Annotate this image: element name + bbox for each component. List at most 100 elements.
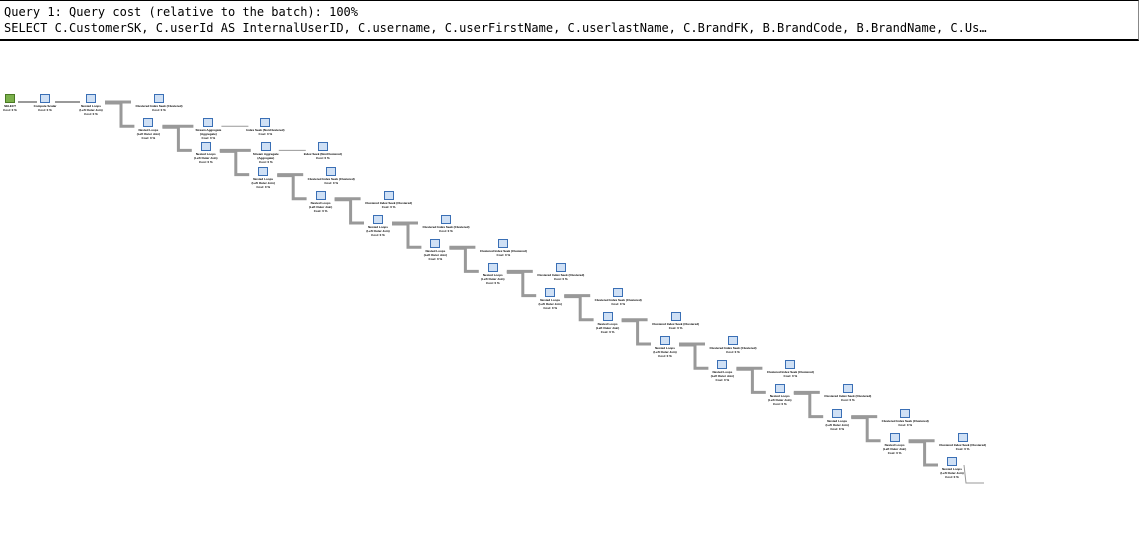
- operator-label: Cost: 0 %: [783, 374, 798, 379]
- operator-label: SELECT: [4, 104, 16, 108]
- nested-loops-operator[interactable]: Nested Loops(Left Outer Join)Cost: 0 %: [348, 215, 408, 237]
- nested-loops-operator-icon: [545, 287, 556, 297]
- nested-loops-operator-icon: [717, 360, 728, 370]
- stream-aggregate-operator-icon: [203, 118, 214, 128]
- operator-label: Clustered Index Seek (Clustered): [594, 297, 642, 302]
- operator-label: Cost: 0 %: [772, 402, 787, 407]
- nested-loops-operator[interactable]: Nested Loops(Left Outer Join)Cost: 0 %: [922, 457, 982, 479]
- nested-loops-operator-icon: [315, 190, 326, 200]
- operator-label: Cost: 0 %: [553, 277, 568, 282]
- clustered-index-seek-operator-icon: [555, 263, 566, 273]
- data-flow-arrow: [392, 222, 422, 249]
- clustered-index-seek-operator[interactable]: Clustered Index Seek (Clustered)Cost: 0 …: [531, 263, 591, 281]
- nested-loops-operator[interactable]: Nested Loops(Left Outer Join)Cost: 0 %: [176, 142, 236, 164]
- operator-label: Cost: 0 %: [668, 325, 683, 330]
- operator-label: Nested Loops: [310, 200, 331, 205]
- operator-label: Cost: 0 %: [141, 136, 156, 141]
- operator-label: Nested Loops: [942, 467, 962, 471]
- data-flow-arrow: [963, 464, 984, 484]
- operator-label: Cost: 0 %: [485, 281, 500, 286]
- operator-label: Nested Loops: [138, 128, 159, 133]
- query-header: Query 1: Query cost (relative to the bat…: [0, 0, 1139, 41]
- operator-label: (Left Outer Join): [653, 350, 677, 354]
- nested-loops-operator[interactable]: Nested Loops(Left Outer Join)Cost: 0 %: [578, 311, 638, 334]
- stream-aggregate-operator[interactable]: Stream Aggregate(Aggregate)Cost: 0 %: [236, 142, 296, 164]
- nested-loops-operator-icon: [832, 408, 843, 418]
- operator-label: Index Seek (NonClustered): [246, 128, 285, 133]
- index-seek-operator[interactable]: Index Seek (NonClustered)Cost: 0 %: [235, 118, 295, 136]
- operator-label: Clustered Index Seek (Clustered): [766, 370, 814, 375]
- clustered-index-seek-operator[interactable]: Clustered Index Seek (Clustered)Cost: 0 …: [359, 190, 419, 209]
- operator-label: (Left Outer Join): [251, 180, 275, 185]
- stream-aggregate-operator-icon: [260, 142, 271, 152]
- clustered-index-seek-operator[interactable]: Clustered Index Seek (Clustered)Cost: 0 …: [416, 215, 476, 233]
- clustered-index-seek-operator-icon: [957, 432, 968, 442]
- operator-label: Nested Loops: [597, 321, 618, 326]
- operator-label: Cost: 0 %: [258, 160, 273, 165]
- nested-loops-operator-icon: [660, 336, 670, 345]
- operator-label: Stream Aggregate: [252, 152, 279, 157]
- operator-label: Cost: 0 %: [152, 108, 166, 112]
- clustered-index-seek-operator[interactable]: Clustered Index Seek (Clustered)Cost: 0 …: [875, 408, 935, 427]
- operator-label: (Left Outer Join): [366, 229, 390, 233]
- data-flow-arrow: [162, 125, 192, 152]
- operator-label: Clustered Index Seek (Clustered): [709, 346, 757, 350]
- index-seek-operator-icon: [317, 142, 328, 152]
- nested-loops-operator[interactable]: Nested Loops(Left Outer Join)Cost: 0 %: [520, 287, 580, 310]
- clustered-index-seek-operator[interactable]: Clustered Index Seek (Clustered)Cost: 0 …: [703, 336, 763, 354]
- nested-loops-operator-icon: [143, 118, 154, 128]
- operator-label: Nested Loops: [540, 297, 561, 302]
- nested-loops-operator[interactable]: Nested Loops(Left Outer Join)Cost: 0 %: [750, 384, 810, 406]
- operator-label: (Left Outer Join): [882, 446, 907, 451]
- nested-loops-operator-icon: [602, 311, 613, 321]
- nested-loops-operator-icon: [430, 239, 441, 249]
- data-flow-arrow: [564, 295, 594, 322]
- clustered-index-seek-operator[interactable]: Clustered Index Seek (Clustered)Cost: 0 …: [129, 94, 189, 112]
- nested-loops-operator[interactable]: Nested Loops(Left Outer Join)Cost: 0 %: [118, 118, 178, 140]
- data-flow-arrow: [908, 440, 938, 467]
- operator-label: Clustered Index Seek (Clustered): [881, 418, 929, 423]
- operator-label: Cost: 0 %: [201, 136, 216, 141]
- operator-label: (Left Outer Join): [710, 374, 735, 379]
- operator-label: Cost: 0 %: [315, 156, 330, 161]
- clustered-index-seek-operator[interactable]: Clustered Index Seek (Clustered)Cost: 0 …: [473, 239, 533, 257]
- operator-label: (Left Outer Join): [136, 132, 161, 137]
- clustered-index-seek-operator[interactable]: Clustered Index Seek (Clustered)Cost: 0 …: [818, 384, 878, 402]
- data-flow-arrow: [736, 367, 766, 394]
- operator-label: (Left Outer Join): [423, 253, 448, 258]
- nested-loops-operator[interactable]: Nested Loops(Left Outer Join)Cost: 0 %: [692, 360, 752, 382]
- nested-loops-operator[interactable]: Nested Loops(Left Outer Join)Cost: 0 %: [463, 263, 523, 285]
- clustered-index-seek-operator-icon: [613, 287, 624, 297]
- nested-loops-operator[interactable]: Nested Loops(Left Outer Join)Cost: 0 %: [635, 336, 695, 358]
- operator-label: Cost: 0 %: [898, 422, 913, 427]
- operator-label: Cost: 0 %: [198, 160, 213, 165]
- nested-loops-operator[interactable]: Nested Loops(Left Outer Join)Cost: 0 %: [807, 408, 867, 431]
- operator-label: Cost: 0 %: [439, 229, 453, 233]
- clustered-index-seek-operator[interactable]: Clustered Index Seek (Clustered)Cost: 0 …: [760, 360, 820, 378]
- operator-label: Cost: 0 %: [256, 184, 271, 189]
- nested-loops-operator-icon: [200, 142, 211, 152]
- clustered-index-seek-operator[interactable]: Clustered Index Seek (Clustered)Cost: 0 …: [301, 166, 361, 185]
- nested-loops-operator[interactable]: Nested Loops(Left Outer Join)Cost: 0 %: [405, 239, 465, 261]
- index-seek-operator[interactable]: Index Seek (NonClustered)Cost: 0 %: [293, 142, 353, 160]
- nested-loops-operator[interactable]: Nested Loops(Left Outer Join)Cost: 0 %: [233, 166, 293, 189]
- operator-label: Index Seek (NonClustered): [303, 152, 342, 157]
- operator-label: Clustered Index Seek (Clustered): [939, 442, 987, 447]
- nested-loops-operator[interactable]: Nested Loops(Left Outer Join)Cost: 0 %: [865, 432, 925, 455]
- data-flow-arrow: [621, 319, 651, 346]
- clustered-index-seek-operator[interactable]: Clustered Index Seek (Clustered)Cost: 0 …: [588, 287, 648, 306]
- operator-label: Cost: 0 %: [658, 354, 672, 358]
- clustered-index-seek-operator[interactable]: Clustered Index Seek (Clustered)Cost: 0 …: [646, 311, 706, 330]
- operator-label: Cost: 0 %: [381, 204, 396, 209]
- operator-label: Nested Loops: [81, 104, 101, 108]
- clustered-index-seek-operator[interactable]: Clustered Index Seek (Clustered)Cost: 0 …: [933, 432, 993, 451]
- nested-loops-operator[interactable]: Nested Loops(Left Outer Join)Cost: 0 %: [291, 190, 351, 213]
- data-flow-arrow: [449, 246, 479, 273]
- nested-loops-operator-icon: [258, 166, 269, 176]
- nested-loops-operator[interactable]: Nested Loops(Left Outer Join)Cost: 0 %: [61, 94, 121, 116]
- stream-aggregate-operator[interactable]: Stream Aggregate(Aggregate)Cost: 0 %: [178, 118, 238, 140]
